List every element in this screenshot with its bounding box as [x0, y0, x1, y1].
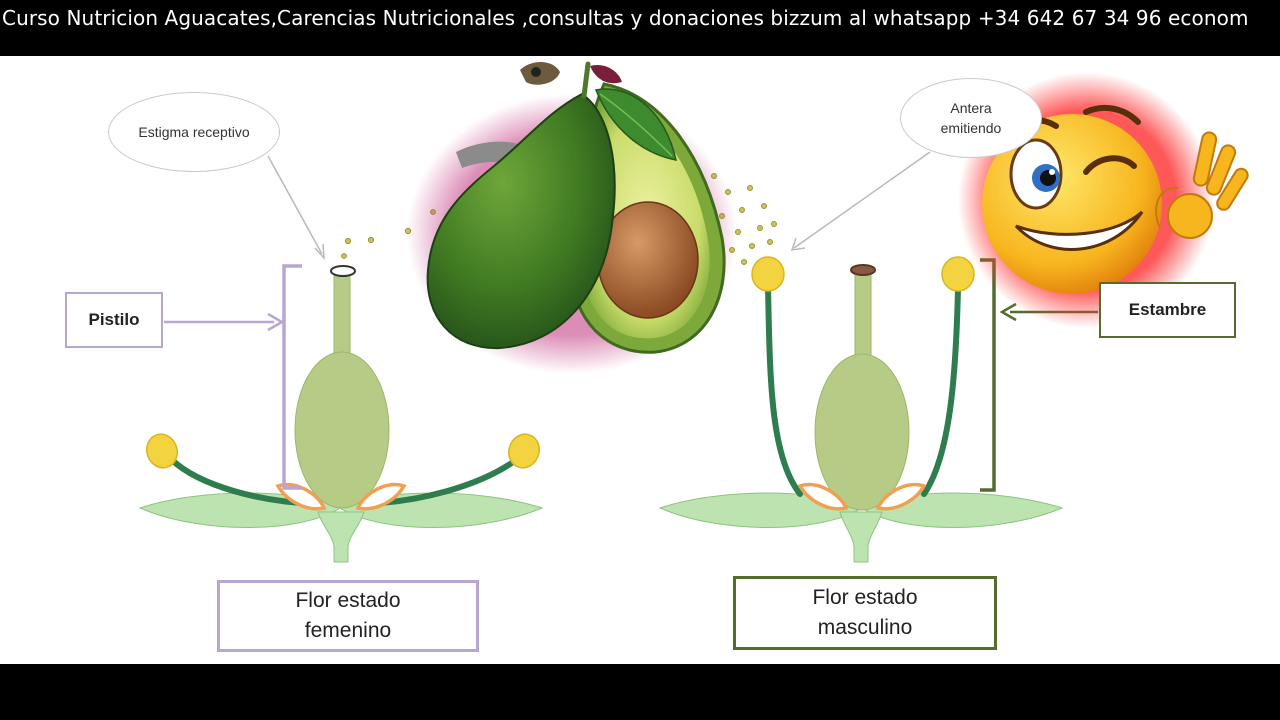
female-caption-line2: femenino [304, 619, 392, 642]
female-anther-right [508, 433, 540, 469]
avocado-whole [426, 92, 616, 350]
male-nectary-left [797, 482, 849, 511]
avocado-leaf [594, 88, 677, 161]
stigma-callout: Estigma receptivo [108, 92, 280, 172]
emoji-mouth [1014, 210, 1144, 251]
female-receptacle [317, 511, 365, 563]
female-anther-left [146, 433, 178, 469]
avocado-sticker [407, 61, 737, 374]
male-ovary [814, 353, 910, 511]
male-stigma-closed [850, 264, 876, 276]
stamen-label: Estambre [1128, 300, 1207, 319]
stamen-bracket [980, 258, 996, 492]
pistil-label: Pistilo [88, 310, 140, 329]
stigma-callout-text: Estigma receptivo [138, 124, 250, 140]
anther-callout-line1: Antera [950, 100, 992, 116]
anther-callout-line [793, 151, 931, 249]
pistil-arrowhead [267, 312, 285, 332]
male-anther-left [751, 256, 785, 292]
stamen-label-box: Estambre [1099, 282, 1236, 338]
female-ovary [294, 351, 390, 509]
anther-callout-line2: emitiendo [940, 120, 1002, 136]
stigma-callout-arrowhead [314, 243, 325, 261]
male-receptacle [839, 511, 883, 563]
pistil-label-box: Pistilo [65, 292, 163, 348]
male-nectary-right [875, 482, 927, 511]
male-filament-right [921, 285, 961, 497]
male-caption-line1: Flor estado [812, 586, 918, 609]
stigma-callout-line [267, 155, 323, 255]
ok-hand [1155, 131, 1249, 239]
stamen-arrowhead [999, 302, 1017, 322]
female-flower [138, 155, 544, 563]
female-nectary-left [275, 482, 327, 511]
banner-text: Curso Nutricion Aguacates,Carencias Nutr… [2, 6, 1249, 30]
male-caption-box: Flor estado masculino [733, 576, 997, 650]
anther-callout-arrowhead [790, 237, 806, 251]
female-caption-line1: Flor estado [295, 589, 401, 612]
diagram-canvas: Estigma receptivo Antera emitiendo Pisti… [0, 56, 1280, 664]
male-filament-left [765, 285, 803, 497]
male-anther-right [941, 256, 975, 292]
male-caption-line2: masculino [817, 616, 913, 639]
female-nectary-right [355, 482, 407, 511]
anther-callout: Antera emitiendo [900, 78, 1042, 158]
pistil-bracket [282, 264, 302, 490]
female-stigma [330, 265, 356, 277]
top-banner: Curso Nutricion Aguacates,Carencias Nutr… [0, 0, 1280, 52]
female-caption-box: Flor estado femenino [217, 580, 479, 652]
